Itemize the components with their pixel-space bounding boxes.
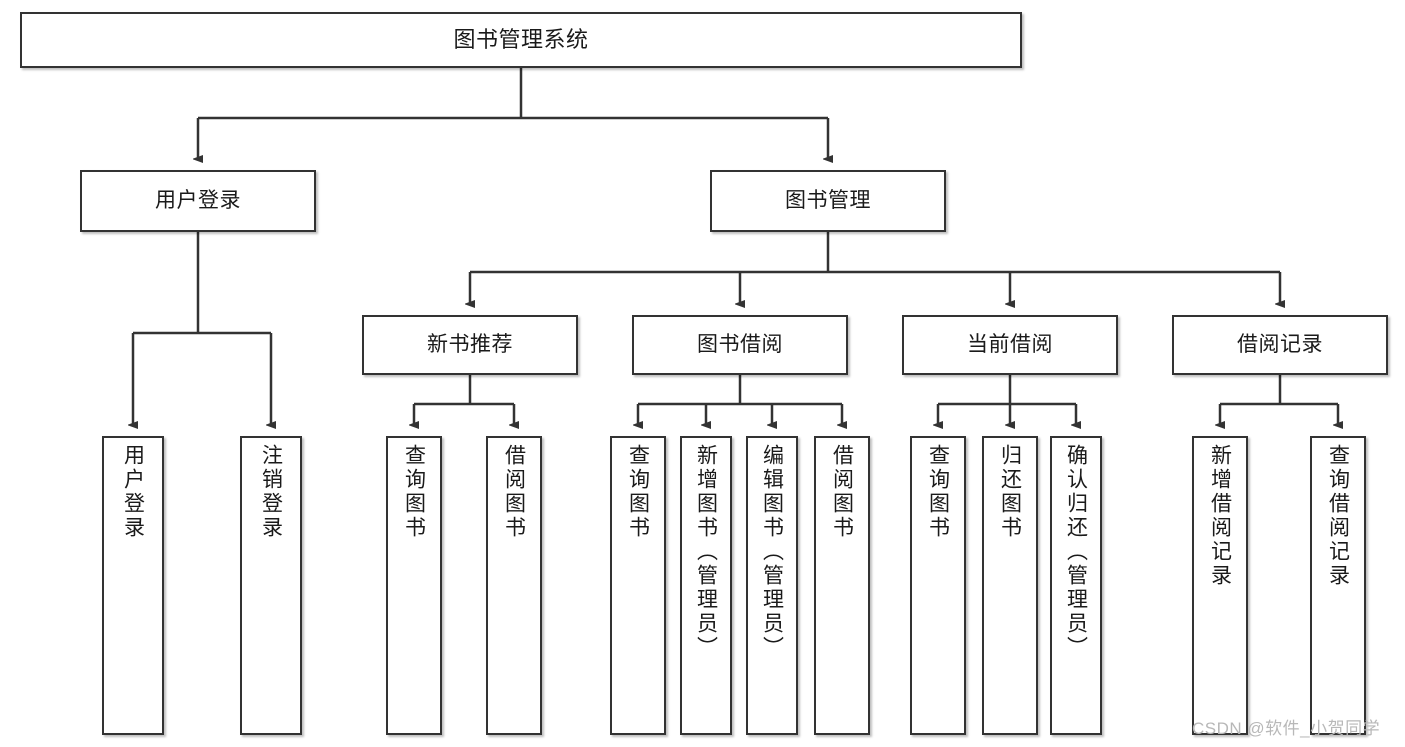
node-new-book-rec[interactable]: 新书推荐 xyxy=(362,315,578,375)
node-label: 借阅记录 xyxy=(1237,332,1323,356)
node-label: 归还图书 xyxy=(998,444,1022,540)
node-leaf-add-book[interactable]: 新增图书（管理员） xyxy=(680,436,732,735)
node-label: 借阅图书 xyxy=(502,444,526,540)
node-label: 新书推荐 xyxy=(427,332,513,356)
node-leaf-logout[interactable]: 注销登录 xyxy=(240,436,302,735)
node-label: 编辑图书（管理员） xyxy=(760,444,784,660)
node-label: 确认归还（管理员） xyxy=(1064,444,1088,660)
node-label: 图书管理系统 xyxy=(453,27,589,53)
node-label: 新增图书（管理员） xyxy=(694,444,718,660)
node-leaf-query-book-3[interactable]: 查询图书 xyxy=(910,436,966,735)
node-label: 查询图书 xyxy=(626,444,650,540)
node-label: 图书借阅 xyxy=(697,332,783,356)
node-user-login[interactable]: 用户登录 xyxy=(80,170,316,232)
node-leaf-borrow-book-2[interactable]: 借阅图书 xyxy=(814,436,870,735)
node-label: 查询图书 xyxy=(926,444,950,540)
node-root[interactable]: 图书管理系统 xyxy=(20,12,1022,68)
node-leaf-edit-book[interactable]: 编辑图书（管理员） xyxy=(746,436,798,735)
node-book-borrow[interactable]: 图书借阅 xyxy=(632,315,848,375)
node-leaf-user-login[interactable]: 用户登录 xyxy=(102,436,164,735)
node-label: 图书管理 xyxy=(785,188,871,212)
node-leaf-borrow-book-1[interactable]: 借阅图书 xyxy=(486,436,542,735)
node-label: 新增借阅记录 xyxy=(1208,444,1232,588)
node-label: 查询图书 xyxy=(402,444,426,540)
node-label: 当前借阅 xyxy=(967,332,1053,356)
node-book-manage[interactable]: 图书管理 xyxy=(710,170,946,232)
node-leaf-query-record[interactable]: 查询借阅记录 xyxy=(1310,436,1366,735)
node-leaf-confirm-return[interactable]: 确认归还（管理员） xyxy=(1050,436,1102,735)
node-leaf-query-book-1[interactable]: 查询图书 xyxy=(386,436,442,735)
node-label: 用户登录 xyxy=(121,444,145,540)
watermark-text: CSDN @软件_小贺同学 xyxy=(1192,719,1381,738)
node-leaf-query-book-2[interactable]: 查询图书 xyxy=(610,436,666,735)
node-current-borrow[interactable]: 当前借阅 xyxy=(902,315,1118,375)
node-label: 用户登录 xyxy=(155,188,241,212)
node-borrow-record[interactable]: 借阅记录 xyxy=(1172,315,1388,375)
node-leaf-add-record[interactable]: 新增借阅记录 xyxy=(1192,436,1248,735)
node-leaf-return-book[interactable]: 归还图书 xyxy=(982,436,1038,735)
node-label: 查询借阅记录 xyxy=(1326,444,1350,588)
node-label: 注销登录 xyxy=(259,444,283,540)
node-label: 借阅图书 xyxy=(830,444,854,540)
